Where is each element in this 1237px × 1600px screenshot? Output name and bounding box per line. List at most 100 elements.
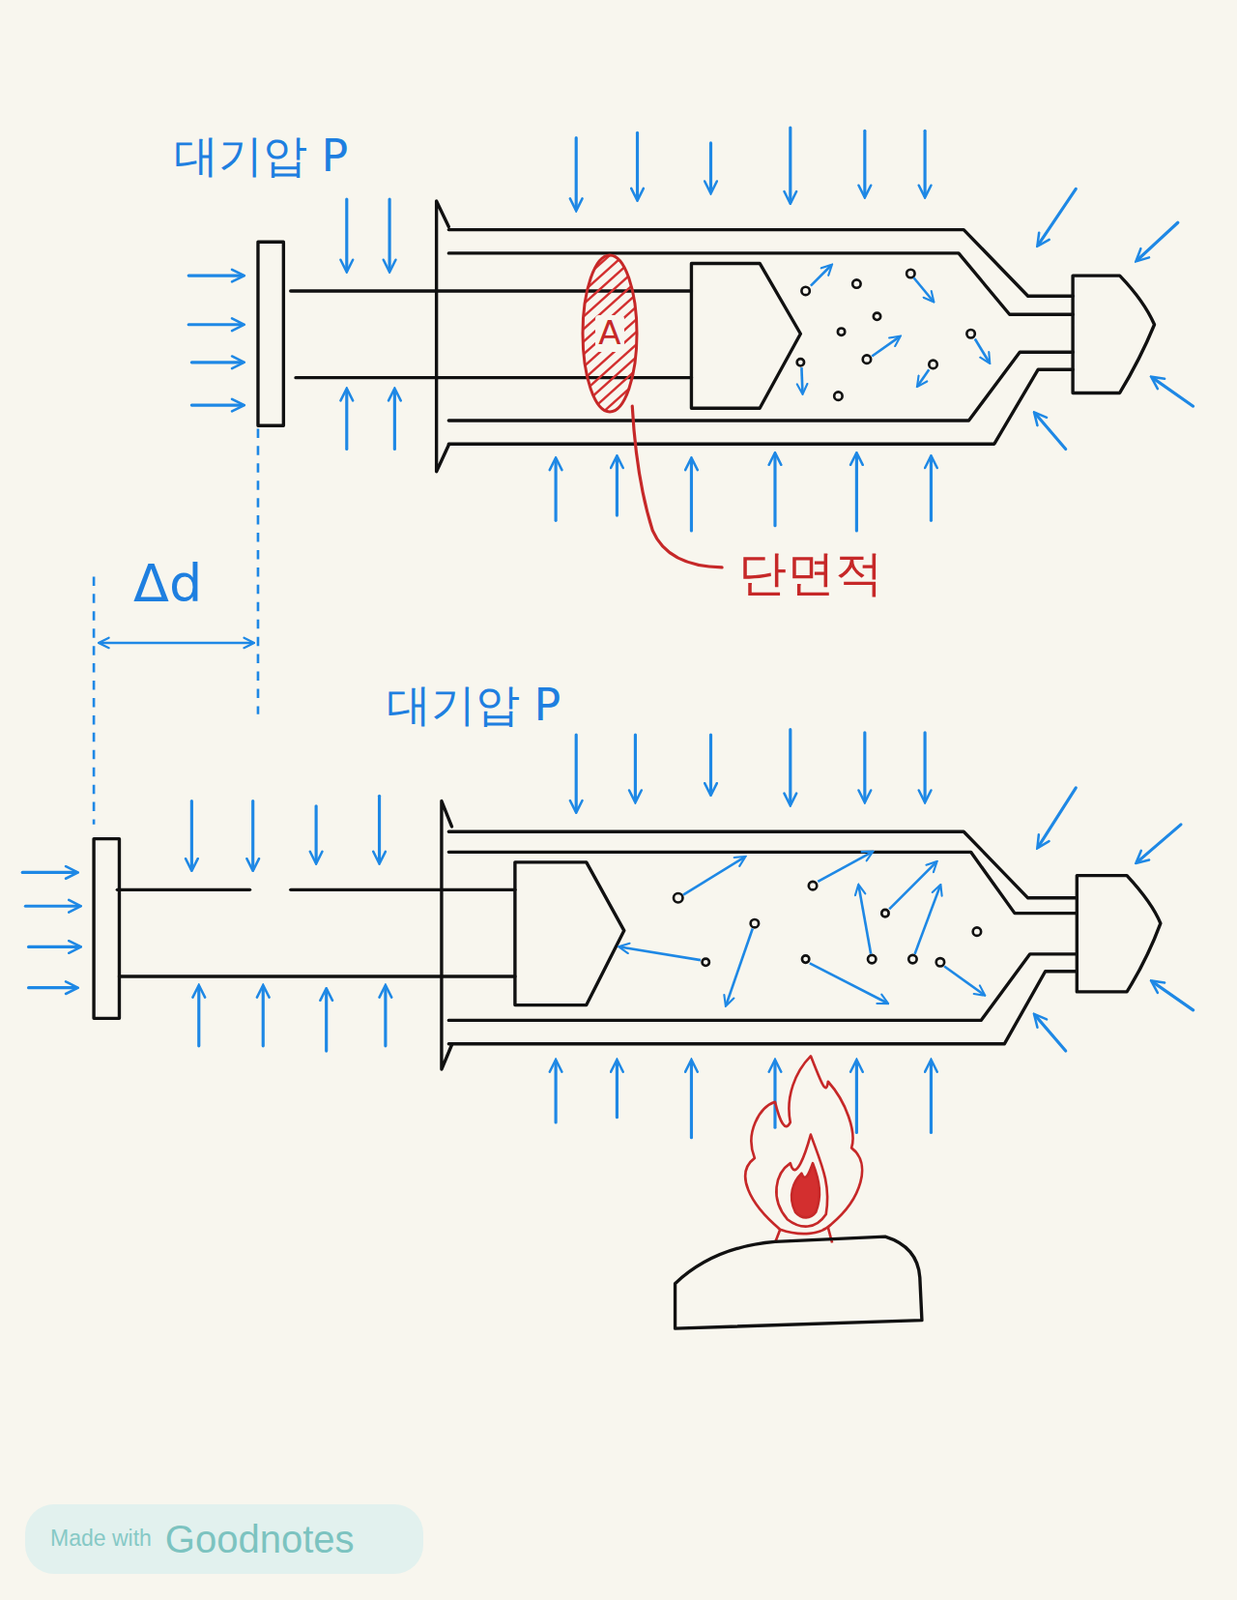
gas-particles-top (797, 269, 976, 401)
gas-particles-top-part (837, 327, 845, 335)
particle-motion-top (801, 265, 989, 394)
hatch-line (580, 128, 639, 181)
pressure-arrows-bottom-part (28, 985, 78, 989)
pressure-arrows-bottom-part (863, 732, 866, 802)
gas-particles-bottom-part (881, 909, 889, 917)
pressure-arrows-top-part (1035, 413, 1066, 450)
syringe-top-part (436, 201, 450, 472)
syringe-top (258, 201, 1155, 472)
particle-motion-bottom-part (889, 862, 937, 910)
particle-motion-bottom-part (944, 966, 984, 996)
pressure-arrows-bottom-part (25, 904, 80, 908)
pressure-arrows-bottom-part (1151, 980, 1193, 1010)
syringe-top-part (258, 241, 284, 426)
pressure-arrows-bottom-part (1035, 1014, 1066, 1051)
pressure-arrows-top-part (191, 403, 243, 407)
syringe-bottom-part (448, 971, 1077, 1044)
hatching (580, 40, 639, 470)
particle-motion-bottom-part (859, 885, 872, 954)
gas-particles-bottom-part (908, 954, 917, 963)
hatch-line (580, 40, 639, 93)
pressure-arrows-top-part (923, 130, 927, 197)
pressure-arrows-top-part (773, 454, 777, 526)
pressure-arrows-top-part (188, 274, 243, 278)
pressure-arrows-bottom-part (633, 734, 637, 802)
hatch-line (580, 166, 639, 219)
pressure-arrows-top-part (575, 138, 578, 210)
pressure-arrows-bottom-part (383, 986, 387, 1046)
pressure-arrows-top-part (863, 130, 866, 197)
cross-section-ellipse: A (580, 253, 639, 414)
area-symbol: A (595, 315, 624, 351)
pressure-arrows-bottom (22, 729, 1193, 1138)
pressure-arrows-bottom-part (1037, 787, 1076, 847)
pressure-arrows-top-part (929, 457, 933, 520)
watermark-badge: Made with Goodnotes (25, 1503, 424, 1574)
particle-motion-top-part (801, 367, 803, 393)
syringe-top-part (1072, 275, 1154, 393)
ellipse-outline (582, 255, 637, 412)
flame-part (776, 1134, 828, 1227)
hatch-line (580, 78, 639, 131)
pressure-arrows-top-part (709, 143, 713, 193)
gas-particles-bottom-part (702, 958, 710, 966)
watermark-text: Goodnotes (165, 1517, 355, 1560)
pressure-arrows-top-part (345, 389, 348, 449)
pressure-arrows-bottom-part (855, 1061, 859, 1133)
pressure-arrows-bottom-part (251, 801, 255, 870)
pressure-arrows-top-part (855, 454, 859, 531)
flame-part (791, 1162, 820, 1217)
hatch-line (580, 141, 639, 194)
syringe-bottom-part (448, 953, 1077, 1021)
syringe-bottom-part (118, 974, 515, 978)
particle-motion-top-part (913, 277, 933, 301)
particle-motion-bottom-part (809, 962, 888, 1003)
gas-particles-bottom (673, 881, 981, 967)
particle-motion-bottom-part (620, 946, 701, 960)
pressure-arrows-bottom-part (773, 1061, 777, 1128)
particle-motion-bottom (620, 851, 985, 1005)
gas-particles-bottom-part (936, 957, 945, 966)
gas-particles-bottom-part (673, 892, 683, 902)
syringe-bottom-part (515, 862, 625, 1006)
displacement-marks (93, 428, 259, 824)
pressure-arrows-bottom-part (1137, 824, 1181, 863)
pressure-label: 대기압 P (386, 680, 561, 730)
pressure-arrows-bottom-part (554, 1061, 558, 1122)
gas-particles-top-part (906, 269, 915, 278)
hatch-line (580, 53, 639, 106)
syringe-bottom-part (116, 888, 250, 892)
pressure-arrows-top-part (1037, 188, 1076, 245)
gas-particles-bottom-part (808, 881, 817, 890)
particle-motion-top-part (871, 336, 899, 356)
displacement-marks-part (99, 641, 253, 645)
syringe-bottom-part (290, 888, 516, 892)
particle-motion-bottom-part (725, 927, 752, 1005)
pressure-arrows-bottom-part (28, 945, 81, 949)
particle-motion-bottom-part (817, 851, 872, 882)
gas-particles-top-part (797, 358, 805, 366)
gas-particles-top-part (801, 287, 809, 295)
hatch-line (580, 103, 639, 156)
pressure-arrows-bottom-part (324, 989, 328, 1051)
hatch-line (580, 203, 639, 257)
watermark-text: Made with (50, 1525, 152, 1551)
flame-part (745, 1055, 863, 1234)
pressure-arrows-top-part (788, 127, 792, 202)
particle-motion-top-part (918, 369, 930, 386)
displacement-marks-part (92, 575, 96, 824)
pressure-arrows-top-part (191, 360, 243, 364)
syringe-bottom-part (448, 831, 1077, 898)
gas-particles-bottom-part (750, 919, 759, 927)
gas-particles-bottom-part (802, 954, 809, 962)
gas-particles-top-part (928, 360, 937, 369)
hatch-line (580, 392, 639, 445)
pressure-arrows-bottom-part (197, 986, 201, 1046)
pressure-arrows-top-part (615, 457, 619, 516)
syringe-top-part (448, 351, 1073, 421)
flame (745, 1055, 863, 1242)
hatch-line (580, 153, 639, 206)
pressure-arrows-bottom-part (615, 1061, 619, 1118)
